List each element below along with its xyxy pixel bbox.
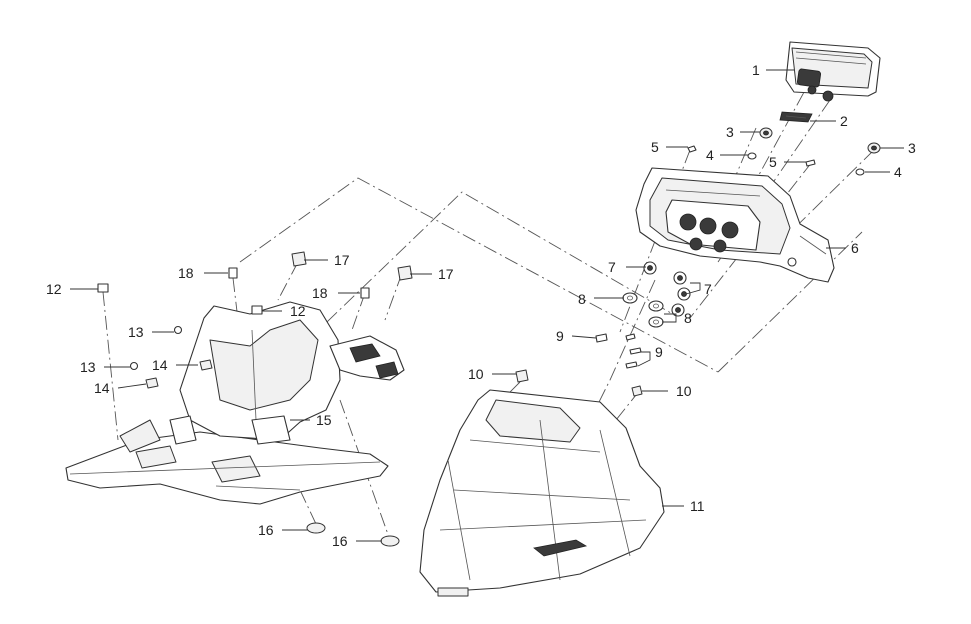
callout-17-left: 17 <box>334 252 350 268</box>
callout-18-left: 18 <box>178 265 194 281</box>
callout-13-lower: 13 <box>80 359 96 375</box>
callout-18-right: 18 <box>312 285 328 301</box>
callout-8-right: 8 <box>684 310 692 326</box>
small-hardware-middle <box>595 261 691 369</box>
callout-10-right: 10 <box>676 383 692 399</box>
callout-11: 11 <box>690 498 705 514</box>
callout-3-right: 3 <box>908 140 916 156</box>
callout-14-upper: 14 <box>152 357 168 373</box>
callout-9-left: 9 <box>556 328 564 344</box>
callout-6: 6 <box>851 240 859 256</box>
callout-13-upper: 13 <box>128 324 144 340</box>
callout-1: 1 <box>752 62 760 78</box>
callout-15: 15 <box>316 412 332 428</box>
callout-17-right: 17 <box>438 266 454 282</box>
callout-8-left: 8 <box>578 291 586 307</box>
callout-9-right: 9 <box>655 344 663 360</box>
callout-12-left: 12 <box>46 281 62 297</box>
small-hardware-upper <box>687 127 881 176</box>
leader-lines <box>70 69 904 542</box>
front-cover <box>419 389 665 597</box>
callout-3-left: 3 <box>726 124 734 140</box>
display-unit <box>785 41 881 102</box>
callout-5-left: 5 <box>651 139 659 155</box>
callout-7-right: 7 <box>704 281 712 297</box>
callout-7-left: 7 <box>608 259 616 275</box>
clips <box>515 369 643 397</box>
callout-16-left: 16 <box>258 522 274 538</box>
instrument-housing <box>635 167 835 283</box>
callout-labels: 1 2 3 3 4 4 5 5 6 7 7 8 8 9 9 10 10 11 1… <box>46 62 916 549</box>
callout-2: 2 <box>840 113 848 129</box>
bracket-plate <box>779 111 813 123</box>
callout-14-lower: 14 <box>94 380 110 396</box>
callout-12-middle: 12 <box>290 303 306 319</box>
callout-4-left: 4 <box>706 147 714 163</box>
small-hardware-left <box>97 251 413 389</box>
frame-bracket <box>65 301 405 505</box>
callout-10-left: 10 <box>468 366 484 382</box>
callout-5-right: 5 <box>769 154 777 170</box>
rubber-grommets <box>306 522 400 547</box>
callout-16-right: 16 <box>332 533 348 549</box>
callout-4-right: 4 <box>894 164 902 180</box>
